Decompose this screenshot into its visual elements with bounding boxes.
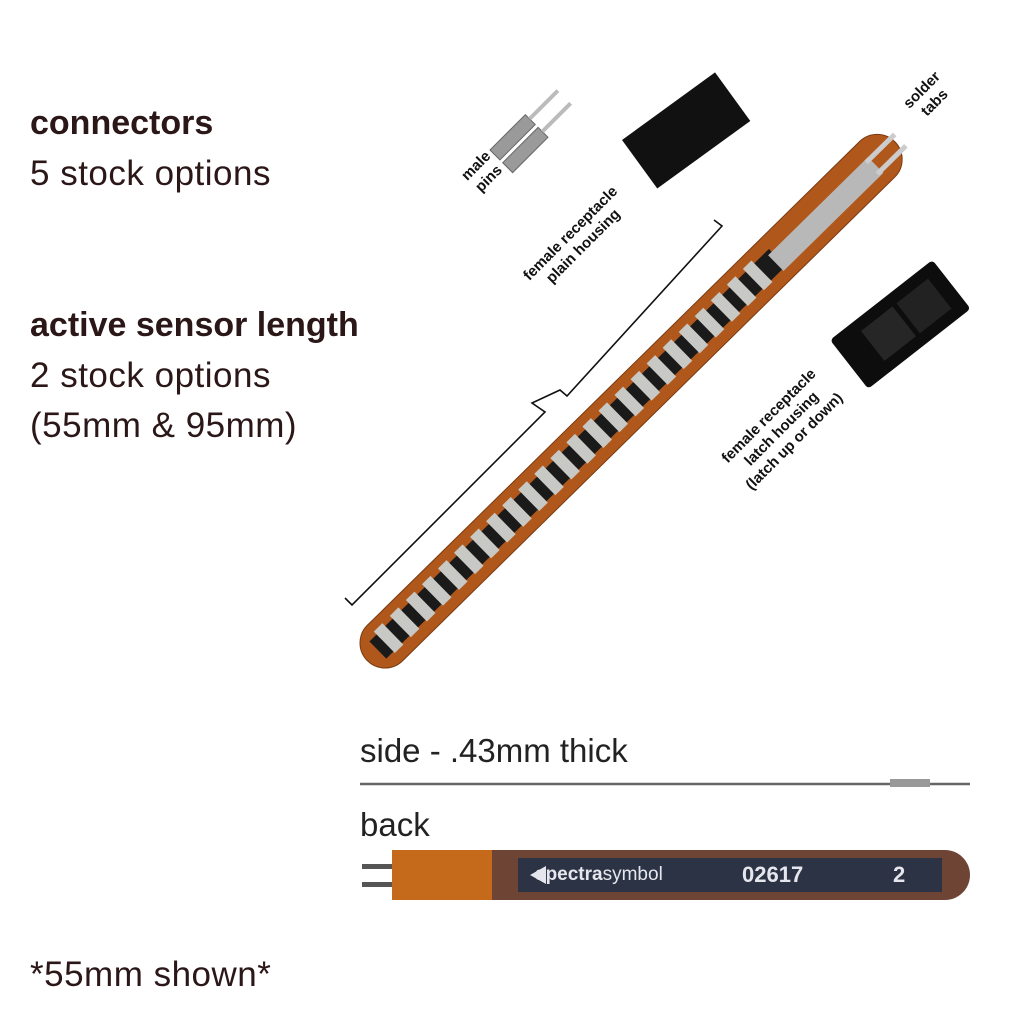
sensor-pad	[726, 276, 757, 307]
brand-arrow-icon	[530, 866, 546, 884]
sensor-pad	[662, 339, 693, 370]
sensor-pad	[421, 575, 452, 606]
sensor-pad	[678, 323, 709, 354]
sensor-pad	[742, 260, 773, 291]
side-view-label: side - .43mm thick	[360, 732, 628, 769]
length-heading: active sensor length	[30, 306, 359, 344]
footnote: *55mm shown*	[30, 955, 272, 994]
sensor-pad	[550, 449, 580, 480]
sensor-pad	[518, 481, 548, 512]
sensor-pad	[470, 528, 500, 559]
flex-sensor-back	[362, 850, 970, 900]
sensor-pad	[389, 607, 420, 638]
sensor-pad	[405, 591, 436, 622]
sensor-pad	[614, 386, 645, 417]
sensor-pad	[646, 355, 677, 385]
flex-sensor-front	[359, 132, 908, 669]
connectors-heading: connectors	[30, 104, 214, 142]
serial-number: 02617	[742, 862, 804, 887]
sensor-pad	[454, 544, 484, 575]
male-pins-image	[489, 89, 573, 174]
sensor-pad	[598, 402, 629, 433]
version-number: 2	[893, 862, 906, 887]
active-length-bracket	[344, 219, 724, 607]
sensor-pad	[437, 560, 468, 590]
brand-logo: spectrasymbol	[535, 864, 663, 885]
sensor-pad	[373, 623, 404, 653]
sensor-pad	[582, 418, 612, 448]
sensor-pad	[566, 433, 596, 464]
sensor-pad	[630, 370, 661, 401]
connectors-subtitle: 5 stock options	[30, 154, 271, 193]
back-view-label: back	[360, 806, 430, 843]
sensor-pad	[502, 497, 532, 527]
length-subtitle: 2 stock options	[30, 356, 271, 395]
sensor-pad	[486, 512, 516, 543]
sensor-pad	[710, 291, 741, 322]
length-detail: (55mm & 95mm)	[30, 406, 298, 445]
sensor-pad	[694, 307, 725, 338]
sensor-pad	[534, 465, 564, 496]
plain-housing-image	[622, 72, 751, 189]
latch-housing-image	[831, 261, 969, 388]
